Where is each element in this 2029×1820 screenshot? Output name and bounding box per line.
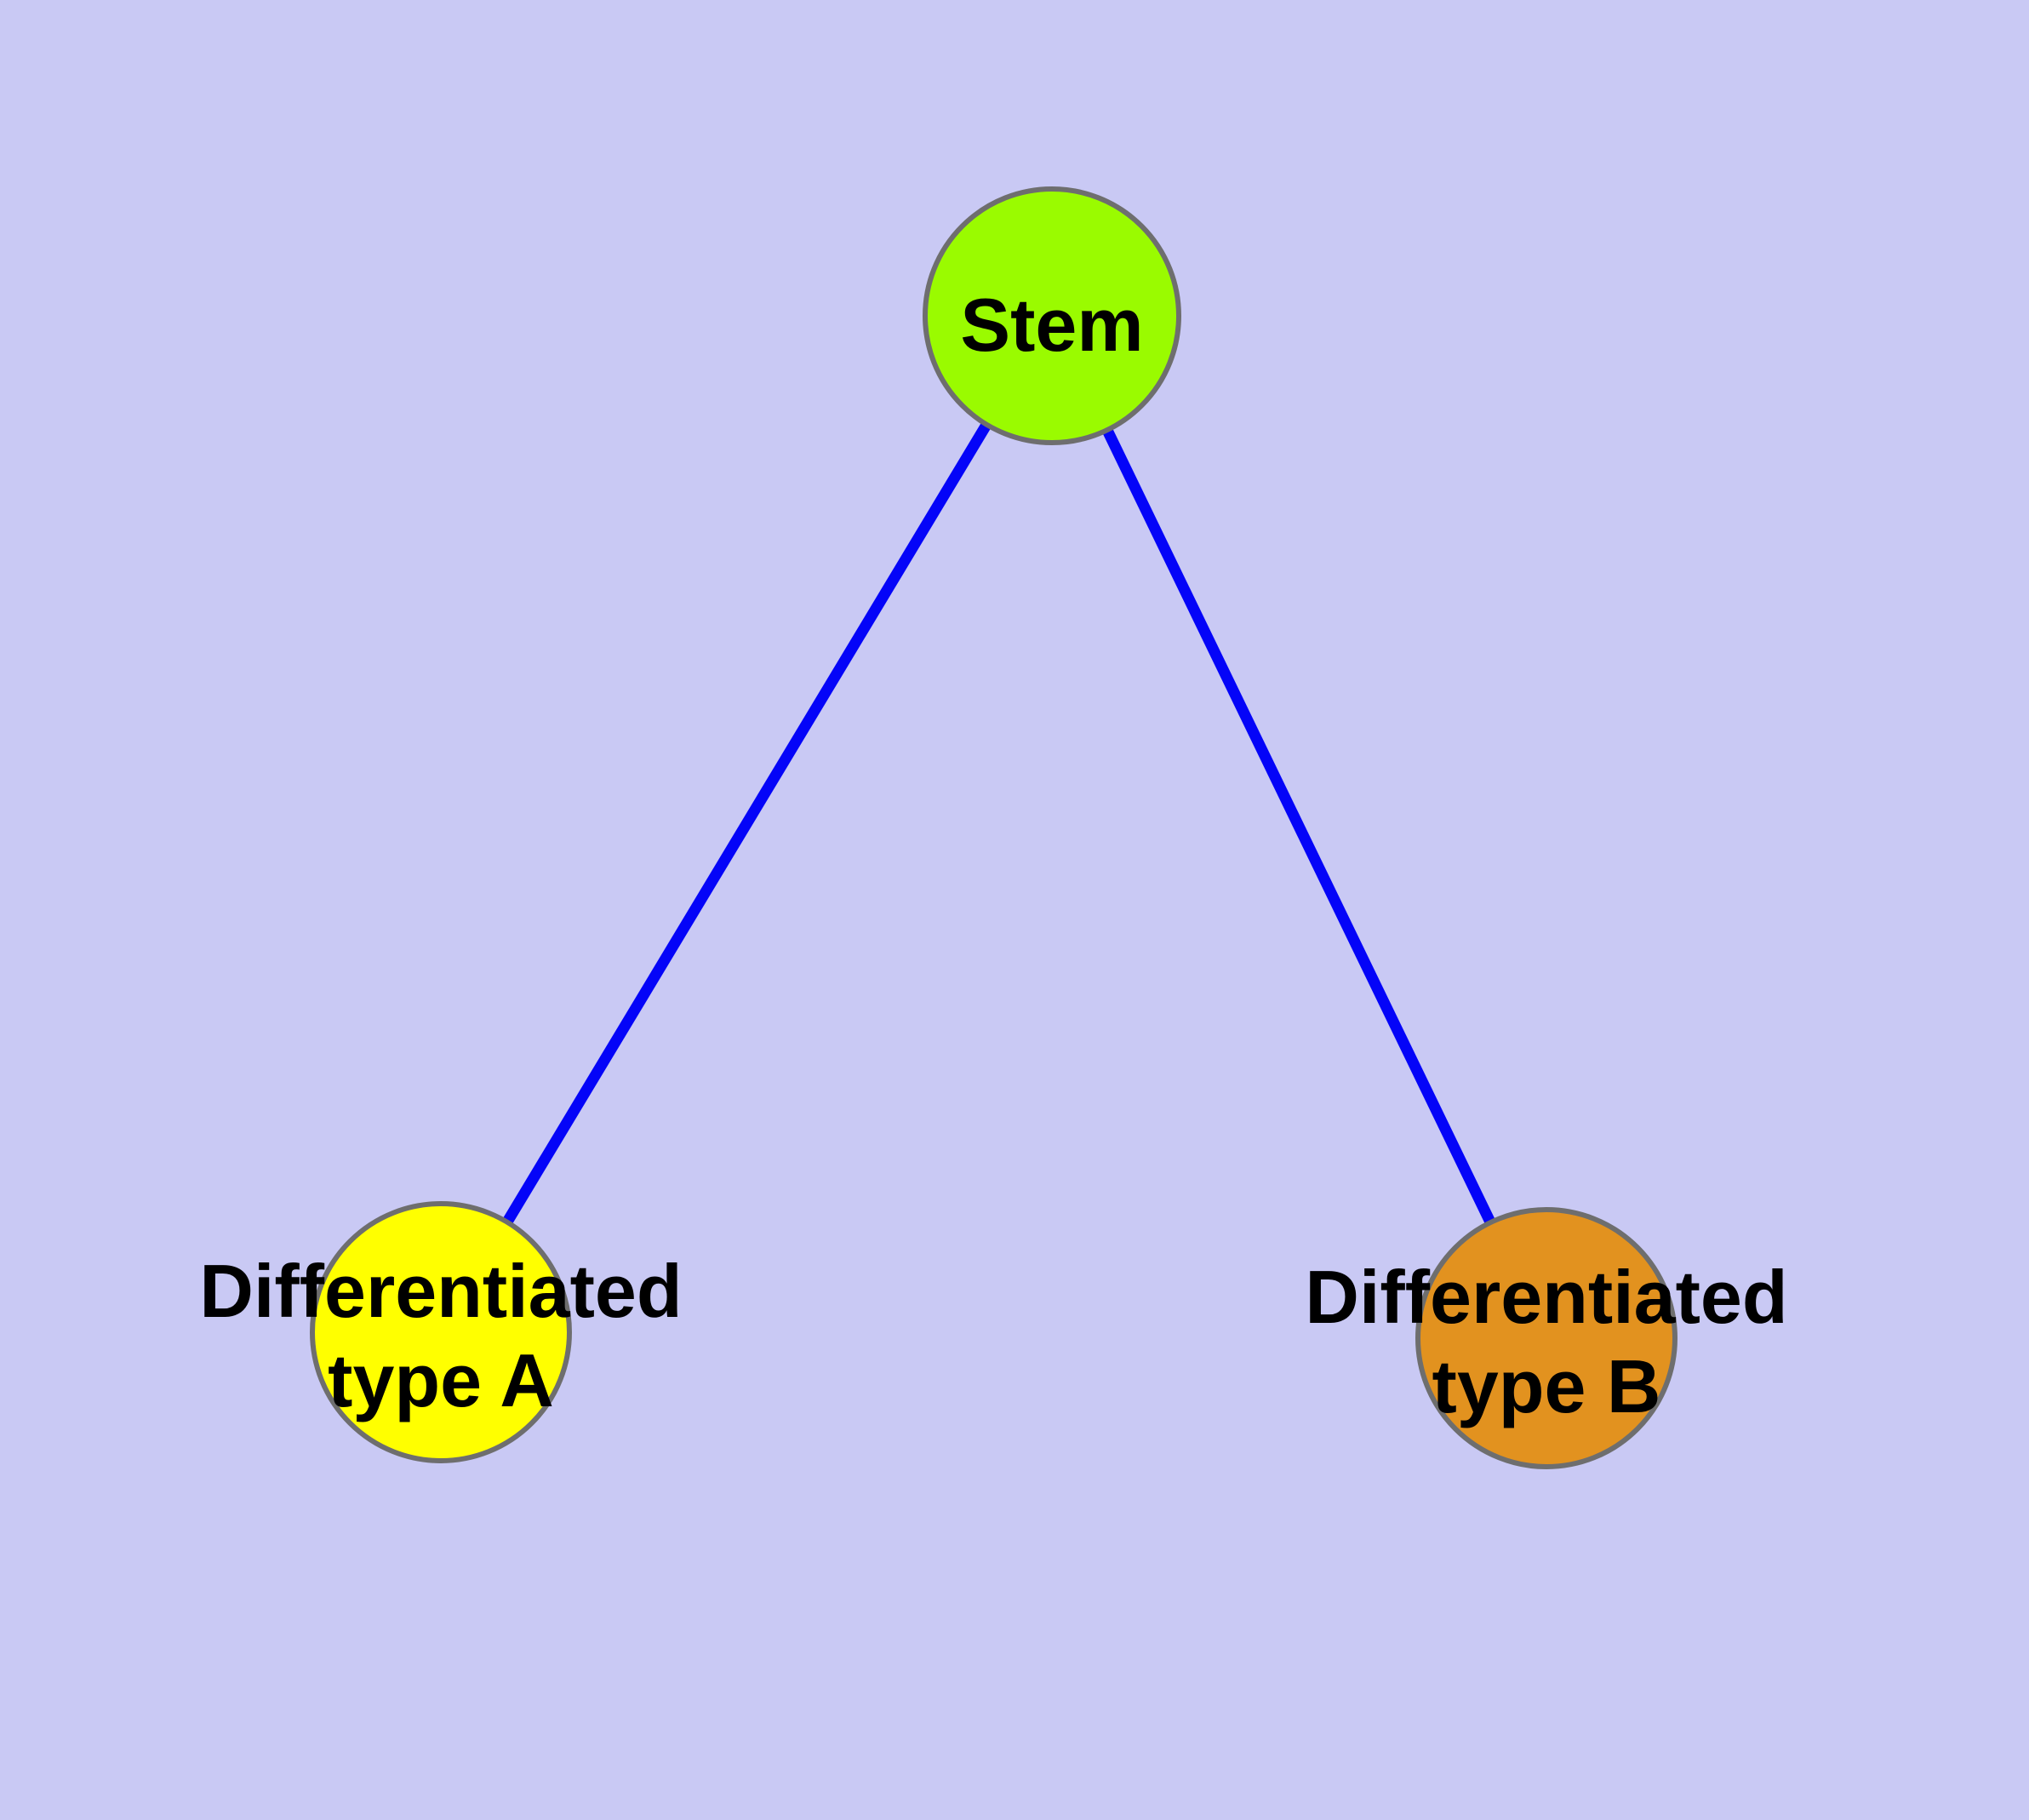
edge-stem-to-type-b [1047,313,1552,1341]
node-stem [923,186,1181,445]
node-stem-label: Stem [960,283,1143,367]
node-type-a-label-line2: type A [328,1338,554,1422]
node-type-b-label-line2: type B [1432,1344,1661,1428]
node-type-b-label-line1: Differentiated [1305,1255,1787,1339]
node-differentiated-type-a [310,1201,572,1463]
node-differentiated-type-b [1415,1207,1677,1469]
edge-stem-to-type-a [436,312,1057,1336]
node-type-a-label-line1: Differentiated [199,1249,682,1333]
